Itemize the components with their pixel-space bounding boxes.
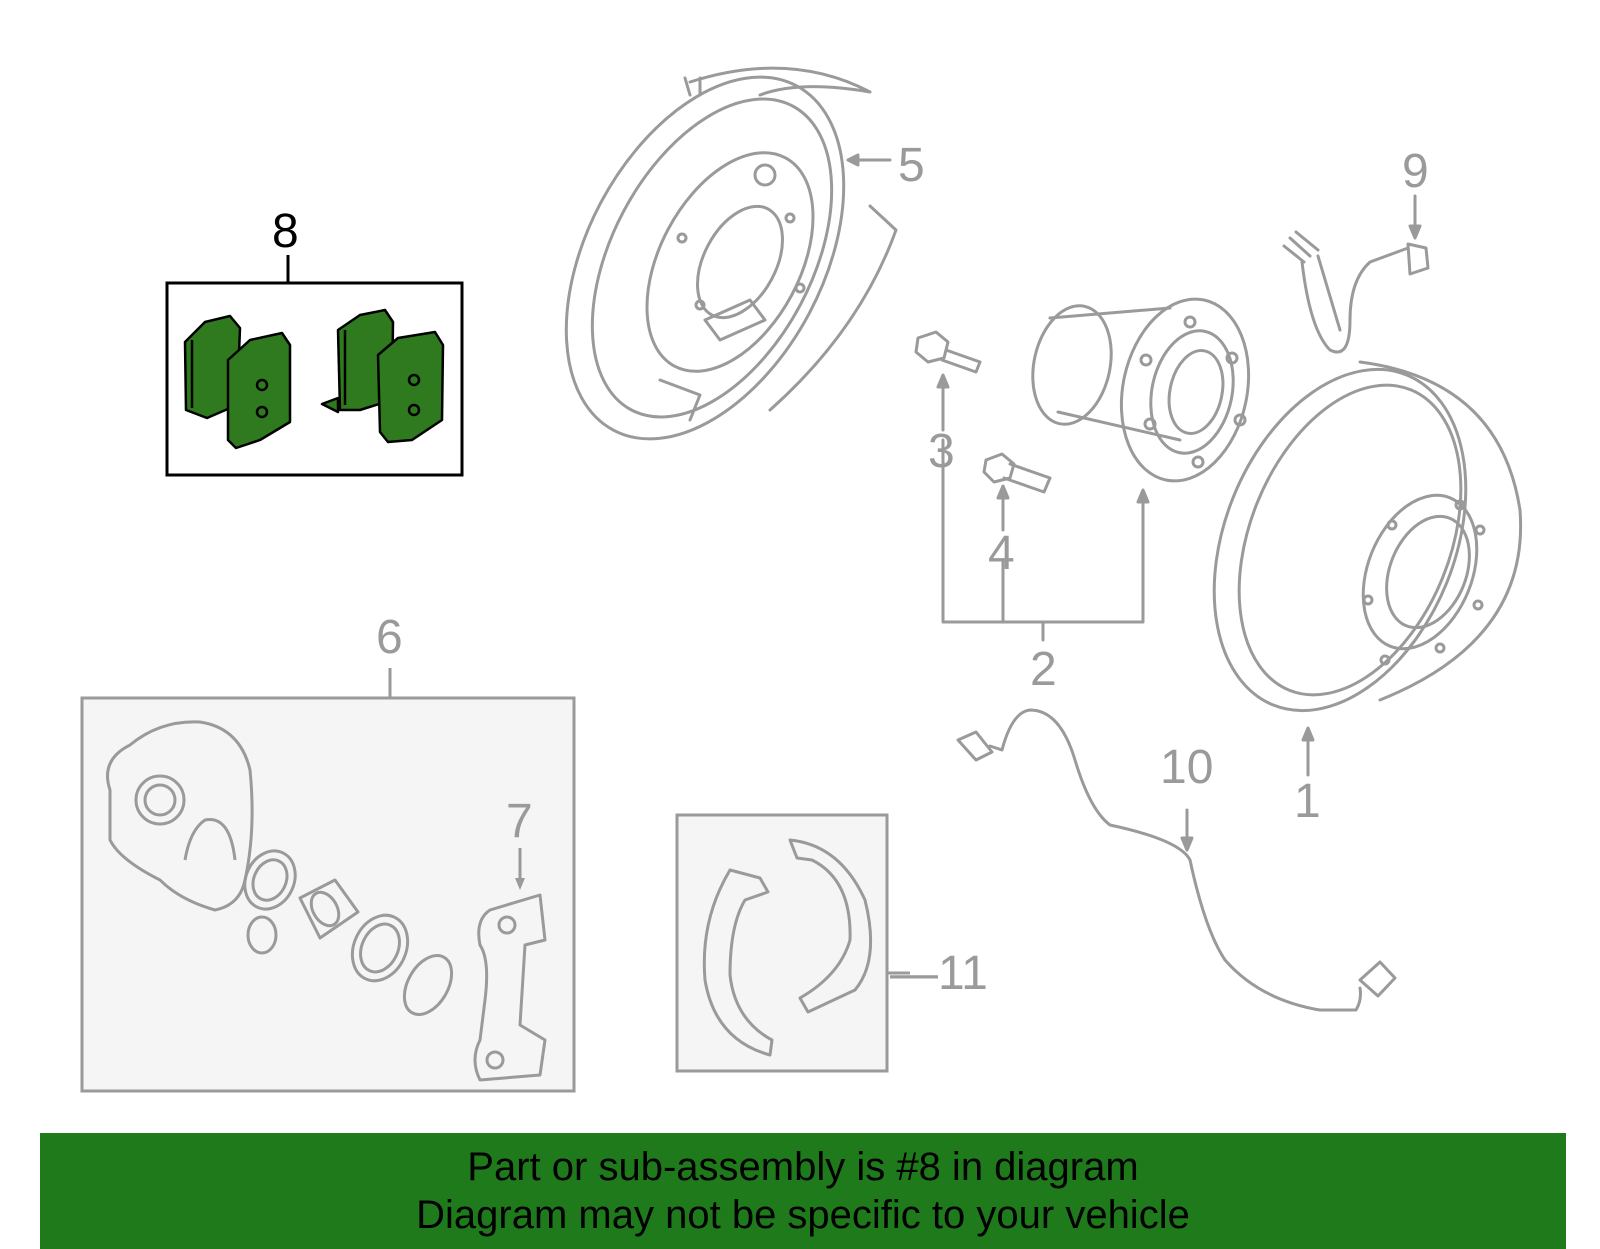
info-banner: Part or sub-assembly is #8 in diagram Di…: [40, 1133, 1566, 1249]
hub-assembly-part-2[interactable]: [1022, 287, 1264, 493]
callout-7[interactable]: 7: [506, 795, 533, 848]
backing-plate-part-5[interactable]: [509, 30, 900, 485]
group-box-11: [675, 813, 910, 1073]
callout-10[interactable]: 10: [1160, 741, 1214, 794]
callout-11[interactable]: —11: [890, 947, 988, 1000]
callout-4[interactable]: 4: [988, 527, 1015, 580]
banner-line-2: Diagram may not be specific to your vehi…: [416, 1193, 1190, 1237]
parts-diagram: [80, 30, 1523, 1093]
callout-2[interactable]: 2: [1030, 643, 1057, 696]
bolt-part-4[interactable]: [982, 452, 1052, 494]
abs-sensor-part-10[interactable]: [956, 708, 1397, 1012]
brake-shoes-part-11[interactable]: [702, 838, 873, 1057]
brake-hose-part-9[interactable]: [1282, 230, 1430, 354]
callout-5[interactable]: 5: [898, 139, 925, 192]
banner-line-1: Part or sub-assembly is #8 in diagram: [467, 1145, 1139, 1189]
leader-5-arrow: [846, 153, 860, 167]
callout-8[interactable]: 8: [272, 205, 299, 258]
leader-1-arrow: [1301, 726, 1315, 742]
brake-pads-part-8[interactable]: [183, 308, 445, 450]
brake-rotor-part-1[interactable]: [1167, 332, 1523, 748]
stud-part-3[interactable]: [914, 330, 982, 374]
leader-4-arrow: [996, 484, 1010, 500]
leader-3-arrow: [936, 373, 950, 389]
leader-10-arrow: [1180, 836, 1194, 852]
leader-7-arrow: [515, 878, 525, 890]
callout-6[interactable]: 6: [376, 611, 403, 664]
leader-9-arrow: [1408, 224, 1422, 240]
leader-2-bracket: [941, 438, 1145, 624]
callout-3[interactable]: 3: [928, 425, 955, 478]
leader-2-arrow: [1136, 488, 1150, 504]
caliper-part-6[interactable]: [106, 720, 462, 1023]
callout-1[interactable]: 1: [1294, 775, 1321, 828]
bracket-part-7[interactable]: [473, 893, 547, 1082]
callout-9[interactable]: 9: [1402, 145, 1429, 198]
